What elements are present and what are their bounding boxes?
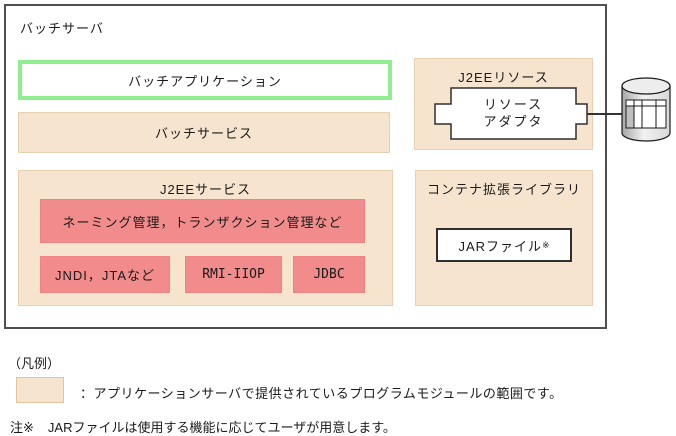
batch-service-box: バッチサービス — [18, 112, 390, 153]
note-text: JARファイルは使用する機能に応じてユーザが用意します。 — [47, 420, 396, 435]
legend-description: ：アプリケーションサーバで提供されているプログラムモジュールの範囲です。 — [80, 386, 563, 401]
container-extension-library-title: コンテナ拡張ライブラリ — [426, 182, 581, 197]
batch-server-box: バッチサーバ バッチアプリケーション バッチサービス J2EEサービス ネーミン… — [4, 4, 607, 329]
database-icon — [621, 77, 671, 142]
j2ee-resource-box: J2EEリソース リソース アダプタ — [414, 58, 593, 150]
legend-heading: （凡例） — [8, 356, 61, 371]
jar-file-box: JARファイル※ — [436, 228, 572, 262]
resource-adapter: リソース アダプタ — [434, 87, 588, 140]
j2ee-service-box: J2EEサービス ネーミング管理，トランザクション管理など JNDI，JTAなど… — [18, 170, 393, 306]
resource-adapter-shape — [434, 87, 588, 140]
note: 注※ JARファイルは使用する機能に応じてユーザが用意します。 — [10, 417, 396, 436]
j2ee-resource-title: J2EEリソース — [458, 70, 549, 85]
management-components-box: ネーミング管理，トランザクション管理など — [40, 199, 365, 243]
note-label: 注※ — [10, 420, 34, 435]
jdbc-box: JDBC — [293, 256, 365, 293]
batch-server-label: バッチサーバ — [20, 21, 104, 36]
jndi-jta-box: JNDI，JTAなど — [40, 256, 170, 293]
batch-application-box: バッチアプリケーション — [18, 60, 392, 100]
legend-swatch — [16, 377, 64, 403]
j2ee-service-title: J2EEサービス — [159, 182, 252, 197]
resource-adapter-label: リソース アダプタ — [483, 96, 544, 129]
rmi-iiop-box: RMI-IIOP — [185, 256, 282, 293]
container-extension-library-box: コンテナ拡張ライブラリ JARファイル※ — [415, 170, 593, 306]
jar-note-mark: ※ — [542, 239, 550, 250]
adapter-db-connector-line — [587, 113, 622, 115]
